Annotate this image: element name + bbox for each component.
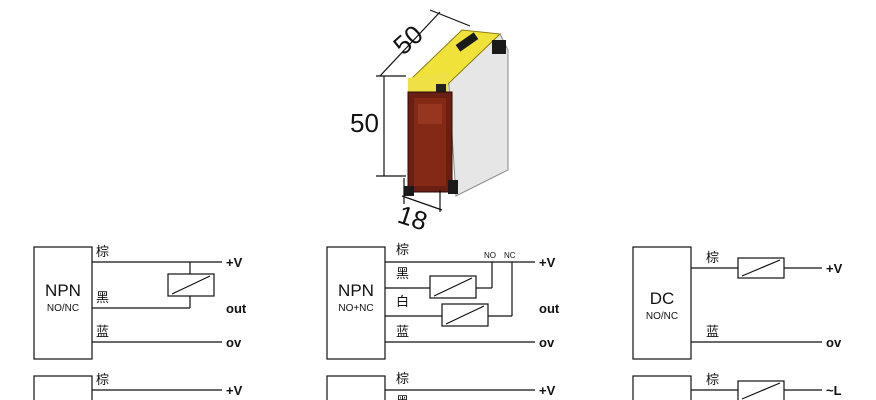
row2-c-brown-label: 棕 [706,373,719,388]
diagram-b-brown-label: 棕 [396,243,409,258]
diagram-b-blue-label: 蓝 [396,325,409,340]
dimension-depth-label: 50 [387,19,429,61]
diagram-b-ov: ov [539,335,555,350]
diagram-a-blue-label: 蓝 [96,325,109,340]
row2-b-brown-label: 棕 [396,372,409,387]
diagram-npn-no-nc: NPN NO/NC 棕 黑 蓝 +V out ov [33,245,247,360]
diagram-row-2-right: 棕 ~L [632,373,842,400]
diagram-a-ov: ov [226,335,242,350]
diagram-c-ov: ov [826,335,842,350]
diagram-c-plus-v: +V [826,261,843,276]
diagram-row-2-left: 棕 +V [33,373,243,400]
row2-a-brown-label: 棕 [96,373,109,388]
diagram-c-brown-label: 棕 [706,251,719,266]
diagram-b-out: out [539,301,560,316]
diagram-b-black-label: 黑 [396,267,409,282]
diagram-b-no-label: NO [484,251,496,260]
row2-a-plus-v: +V [226,383,243,398]
diagram-a-plus-v: +V [226,255,243,270]
diagram-c-title: DC [650,289,675,308]
diagram-a-subtitle: NO/NC [47,303,79,314]
dimension-lines [376,9,471,212]
diagram-a-title: NPN [45,281,81,300]
row2-b-plus-v: +V [539,383,556,398]
diagram-c-blue-label: 蓝 [706,325,719,340]
sensor-product-image [404,29,509,197]
diagram-a-black-label: 黑 [96,291,109,306]
diagram-b-subtitle: NO+NC [338,303,373,314]
diagram-b-white-label: 白 [396,294,409,310]
diagram-b-plus-v: +V [539,255,556,270]
diagram-a-out: out [226,301,247,316]
diagram-b-nc-label: NC [504,251,516,260]
diagram-c-subtitle: NO/NC [646,311,678,322]
row2-b-black-label: 黑 [396,395,409,400]
diagram-a-brown-label: 棕 [96,245,109,260]
diagram-b-title: NPN [338,281,374,300]
row2-c-ac-l: ~L [826,383,842,398]
dimension-height-label: 50 [350,108,379,138]
diagram-row-2-middle: 棕 黑 +V [326,372,556,400]
diagram-npn-no-plus-nc: NPN NO+NC NO NC 棕 黑 白 蓝 +V out ov [326,243,560,360]
diagram-dc-no-nc: DC NO/NC 棕 蓝 +V ov [632,246,843,360]
